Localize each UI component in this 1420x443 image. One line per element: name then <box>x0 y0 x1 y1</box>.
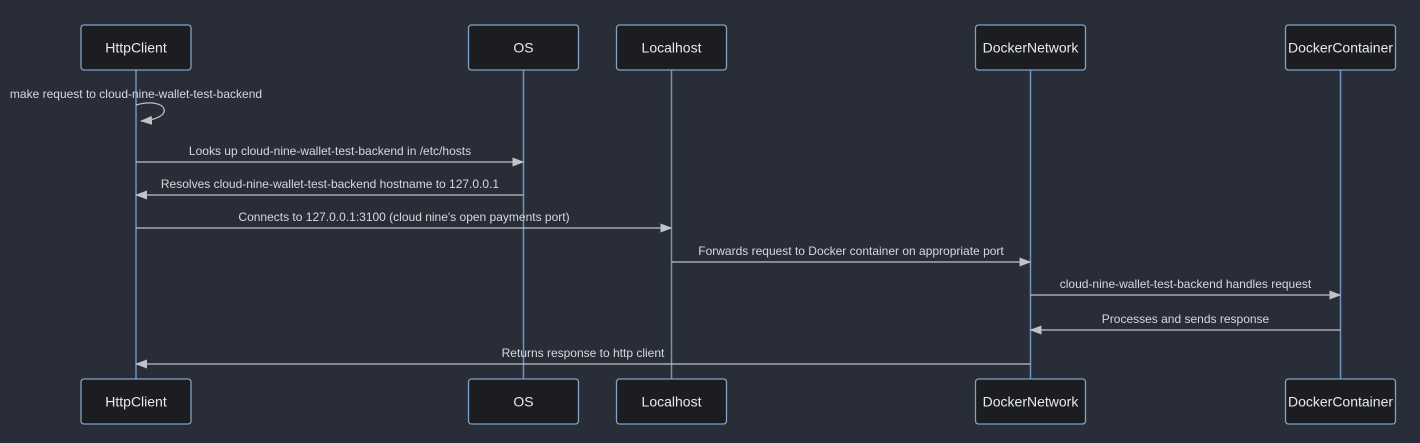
actor-bottom-localhost: Localhost <box>615 378 728 425</box>
actor-top-localhost: Localhost <box>615 24 728 71</box>
message-processes-response: Processes and sends response <box>1029 312 1341 335</box>
message-looks-up: Looks up cloud-nine-wallet-test-backend … <box>136 144 525 167</box>
message-label: cloud-nine-wallet-test-backend handles r… <box>1060 277 1312 291</box>
actor-label: Localhost <box>642 394 702 410</box>
message-label: Resolves cloud-nine-wallet-test-backend … <box>161 177 500 191</box>
message-label: make request to cloud-nine-wallet-test-b… <box>10 87 262 101</box>
actor-label: OS <box>513 40 533 56</box>
message-returns-response: Returns response to http client <box>135 346 1031 369</box>
message-forwards: Forwards request to Docker container on … <box>671 244 1032 267</box>
actor-top-httpclient: HttpClient <box>80 24 192 71</box>
actor-bottom-os: OS <box>467 378 580 425</box>
actor-label: DockerContainer <box>1288 394 1393 410</box>
actor-top-dockercontainer: DockerContainer <box>1284 24 1397 71</box>
actor-top-dockernetwork: DockerNetwork <box>974 24 1087 71</box>
actor-label: DockerContainer <box>1288 40 1393 56</box>
message-label: Looks up cloud-nine-wallet-test-backend … <box>189 144 471 158</box>
actor-bottom-dockercontainer: DockerContainer <box>1284 378 1397 425</box>
message-handles-request: cloud-nine-wallet-test-backend handles r… <box>1030 277 1342 300</box>
message-label: Connects to 127.0.0.1:3100 (cloud nine's… <box>238 210 569 224</box>
message-connects: Connects to 127.0.0.1:3100 (cloud nine's… <box>136 210 673 233</box>
actor-bottom-httpclient: HttpClient <box>80 378 192 425</box>
actor-label: DockerNetwork <box>983 394 1080 410</box>
message-label: Forwards request to Docker container on … <box>698 244 1004 258</box>
actor-label: HttpClient <box>105 40 167 56</box>
actor-label: DockerNetwork <box>983 40 1080 56</box>
message-label: Processes and sends response <box>1102 312 1270 326</box>
message-resolves: Resolves cloud-nine-wallet-test-backend … <box>135 177 524 200</box>
actor-top-os: OS <box>467 24 580 71</box>
self-loop-arrow <box>135 102 165 125</box>
message-label: Returns response to http client <box>502 346 665 360</box>
actor-bottom-dockernetwork: DockerNetwork <box>974 378 1087 425</box>
message-self-make-request: make request to cloud-nine-wallet-test-b… <box>10 87 262 125</box>
actor-label: HttpClient <box>105 394 167 410</box>
actor-label: Localhost <box>642 40 702 56</box>
actor-label: OS <box>513 394 533 410</box>
